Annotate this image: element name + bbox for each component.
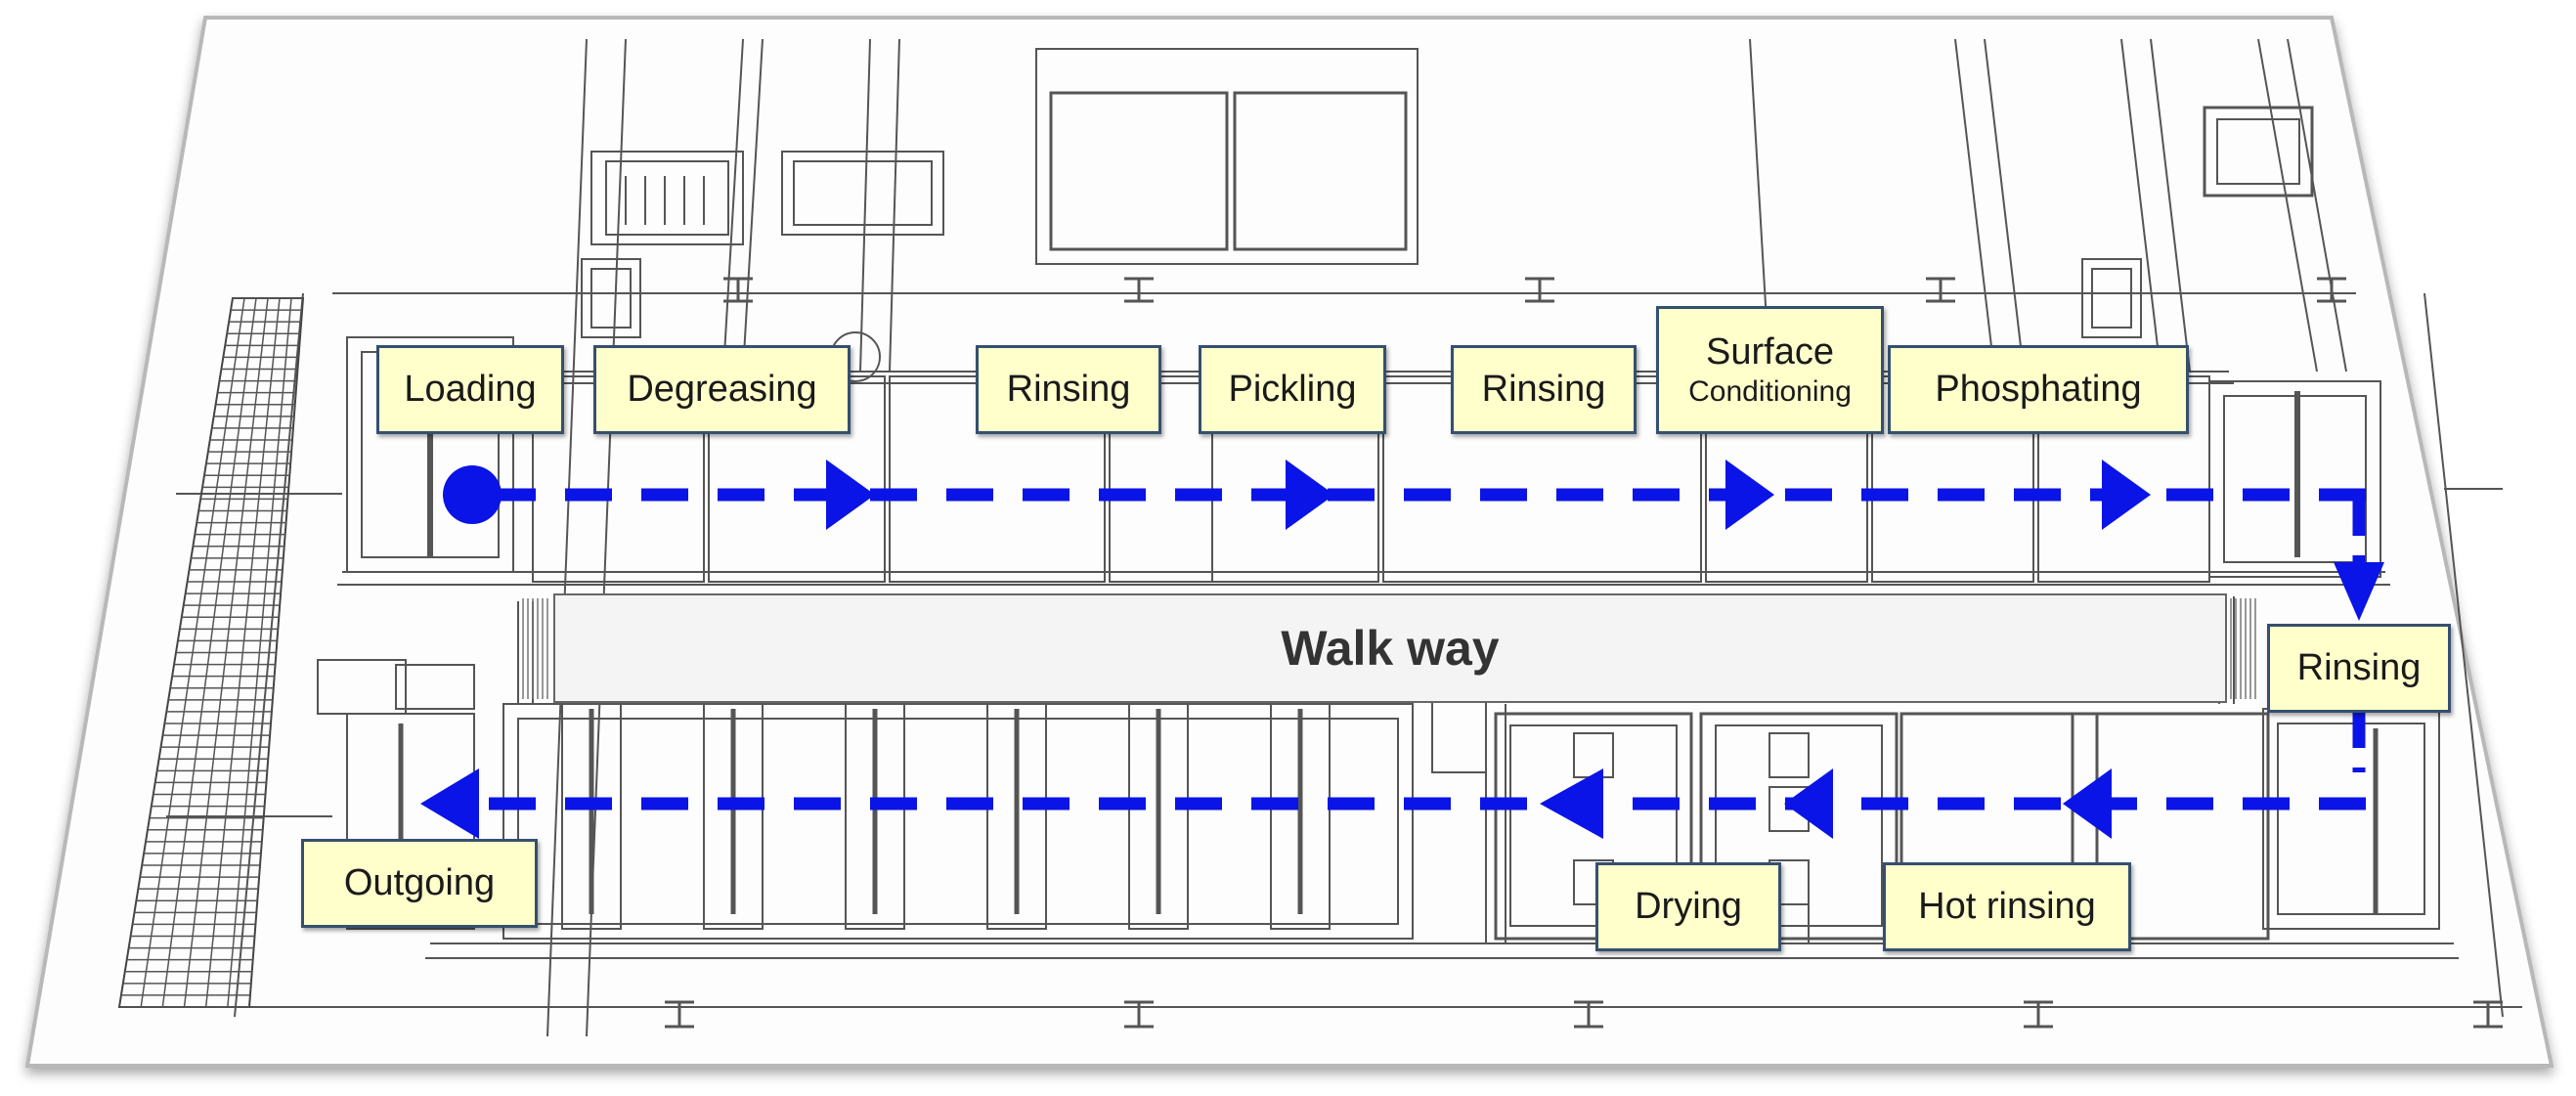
label-pickling: Pickling [1199,345,1386,434]
label-loading-text: Loading [404,368,537,410]
grating-stringer [227,297,292,1008]
label-degreasing-text: Degreasing [627,368,817,410]
label-surface-conditioning-line2: Conditioning [1688,374,1852,408]
flow-arrowhead-7 [1540,768,1603,839]
label-rinsing-1-text: Rinsing [1006,368,1131,410]
flow-arrowhead-1 [826,460,875,530]
label-phosphating: Phosphating [1888,345,2189,434]
label-degreasing: Degreasing [593,345,851,434]
label-loading: Loading [376,345,564,434]
grating-stringer [140,297,245,1008]
label-surface-conditioning-line1: Surface [1706,330,1834,373]
flow-arrowhead-3 [1725,460,1774,530]
label-hot-rinsing: Hot rinsing [1883,862,2131,951]
label-rinsing-2: Rinsing [1451,345,1637,434]
walkway-band [553,593,2227,703]
cad-linework [166,38,2522,1037]
flow-arrowhead-down [2334,562,2384,621]
label-rinsing-1: Rinsing [976,345,1161,434]
flow-arrowhead-4 [2102,460,2151,530]
label-drying: Drying [1595,862,1781,951]
label-outgoing: Outgoing [301,839,538,928]
label-pickling-text: Pickling [1228,368,1357,410]
flow-arrowhead-2 [1286,460,1334,530]
process-flow [420,460,2384,839]
flow-arrowhead-end [420,768,479,839]
label-rinsing-2-text: Rinsing [1481,368,1606,410]
label-hot-rinsing-text: Hot rinsing [1918,885,2096,927]
flow-start-dot [443,465,502,524]
walkway-label: Walk way [1281,621,1500,676]
label-surface-conditioning: Surface Conditioning [1656,306,1884,434]
label-phosphating-text: Phosphating [1935,368,2142,410]
grating-stringer [204,297,281,1008]
label-rinsing-3: Rinsing [2267,624,2451,713]
label-rinsing-3-text: Rinsing [2296,646,2422,688]
flow-arrowhead-6 [1784,768,1833,839]
label-drying-text: Drying [1635,885,1742,927]
grating-stringer [183,297,269,1008]
flow-arrowhead-5 [2063,768,2112,839]
grating-stringer [161,297,257,1008]
label-outgoing-text: Outgoing [343,861,496,903]
